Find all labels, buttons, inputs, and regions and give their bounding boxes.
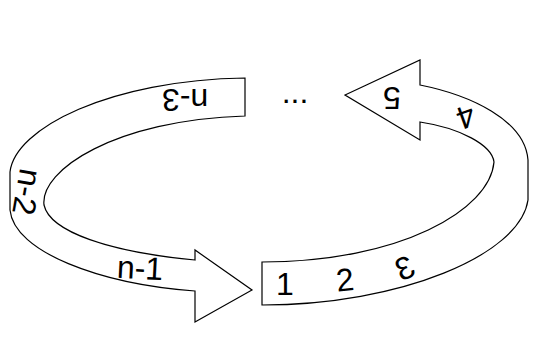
sequence-number: 2 xyxy=(334,263,355,297)
sequence-number: 5 xyxy=(383,82,401,114)
right-ribbon-arrow xyxy=(262,60,528,305)
sequence-label: n-2 xyxy=(7,166,47,217)
left-ribbon-arrow xyxy=(10,78,252,322)
sequence-label: n-3 xyxy=(162,84,208,116)
sequence-number: 1 xyxy=(276,268,294,300)
ellipsis: ... xyxy=(282,76,309,108)
sequence-label: n-1 xyxy=(116,251,164,285)
